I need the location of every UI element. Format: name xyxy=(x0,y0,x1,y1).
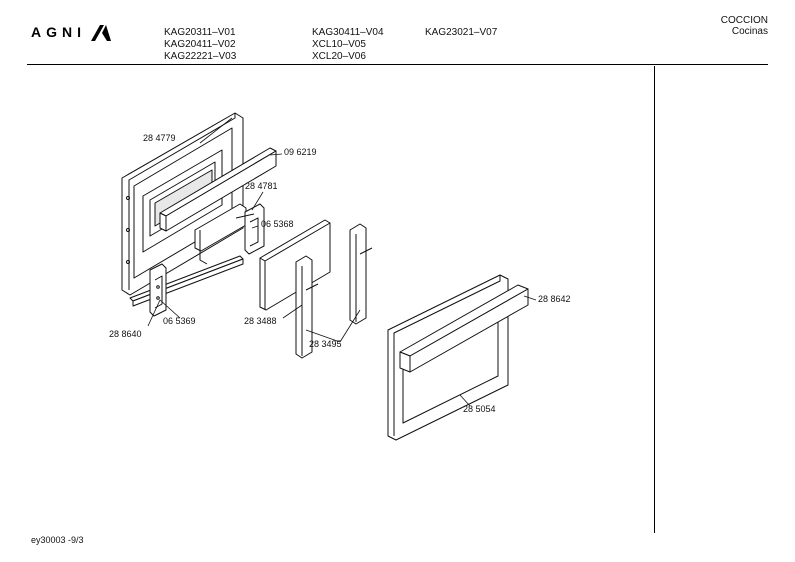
model-code: KAG30411–V04 xyxy=(312,27,384,38)
hinge-bracket-right-part xyxy=(194,203,265,265)
part-label: 06 5369 xyxy=(163,316,196,326)
model-code: KAG20311–V01 xyxy=(164,27,236,38)
part-label: 28 4779 xyxy=(143,133,176,143)
header-divider xyxy=(27,64,768,65)
side-divider xyxy=(654,66,655,533)
part-label: 28 3488 xyxy=(244,316,277,326)
model-list-col3: KAG23021–V07 xyxy=(425,27,497,39)
part-label: 28 8640 xyxy=(109,329,142,339)
part-label: 28 8642 xyxy=(538,294,571,304)
model-code: KAG20411–V02 xyxy=(164,39,236,50)
part-label: 28 3495 xyxy=(309,339,342,349)
model-code: XCL10–V05 xyxy=(312,39,366,50)
brand-logo-text: AGNI xyxy=(31,24,86,40)
brand-logo-icon xyxy=(91,25,111,41)
handle-bar-part xyxy=(159,147,277,232)
model-code: XCL20–V06 xyxy=(312,51,366,62)
category-subtitle: Cocinas xyxy=(731,26,768,37)
model-list-col2: KAG30411–V04 XCL10–V05 XCL20–V06 xyxy=(312,27,384,63)
hinge-bracket-left-part xyxy=(129,255,244,317)
part-label: 28 5054 xyxy=(463,404,496,414)
page-code: ey30003 -9/3 xyxy=(31,535,84,545)
side-profile-part xyxy=(295,223,373,359)
glass-pane-part xyxy=(259,219,331,311)
model-code: KAG23021–V07 xyxy=(425,27,498,38)
part-label: 09 6219 xyxy=(284,147,317,157)
category-title: COCCION xyxy=(720,15,768,26)
outer-handle-part xyxy=(399,284,529,373)
model-code: KAG22221–V03 xyxy=(164,51,237,62)
leader-lines xyxy=(147,117,537,407)
part-label: 06 5368 xyxy=(261,219,294,229)
category-block: COCCION Cocinas xyxy=(721,15,768,37)
model-list-col1: KAG20311–V01 KAG20411–V02 KAG22221–V03 xyxy=(164,27,236,63)
part-label: 28 4781 xyxy=(245,181,278,191)
